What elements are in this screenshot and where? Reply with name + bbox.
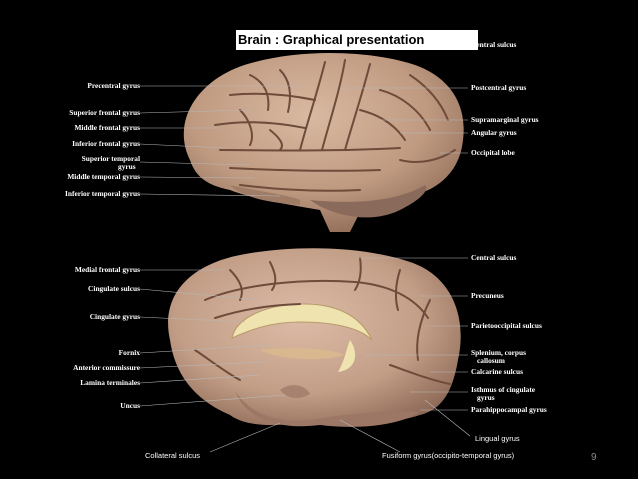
caption-collateral-sulcus: Collateral sulcus — [145, 451, 201, 460]
label-uncus: Uncus — [120, 401, 140, 410]
label-occipital-lobe: Occipital lobe — [471, 148, 515, 157]
label-central-sulcus-lateral: Central sulcus — [471, 40, 517, 49]
label-lamina-terminales: Lamina terminales — [80, 378, 140, 387]
slide-title: Brain : Graphical presentation — [236, 30, 478, 50]
label-cingulate-gyrus: Cingulate gyrus — [89, 312, 140, 321]
label-precuneus: Precuneus — [471, 291, 504, 300]
label-superior-temporal-gyrus-line2: gyrus — [118, 162, 136, 171]
label-precentral-gyrus: Precentral gyrus — [87, 81, 140, 90]
label-superior-temporal: Superior temporal — [81, 154, 140, 163]
label-isthmus-of-cingulate: Isthmus of cingulate — [471, 385, 536, 394]
caption-lingual-gyrus: Lingual gyrus — [475, 434, 520, 443]
medial-brain-view — [168, 248, 461, 427]
label-superior-frontal-gyrus: Superior frontal gyrus — [69, 108, 140, 117]
label-parietooccipital-sulcus: Parietooccipital sulcus — [471, 321, 542, 330]
label-cingulate-sulcus: Cingulate sulcus — [88, 284, 140, 293]
page-number: 9 — [591, 452, 597, 463]
label-supramarginal-gyrus: Supramarginal gyrus — [471, 115, 539, 124]
label-medial-frontal-gyrus: Medial frontal gyrus — [74, 265, 140, 274]
label-splenium-callosum: callosum — [477, 356, 505, 365]
caption-fusiform-gyrus: Fusiform gyrus(occipito-temporal gyrus) — [382, 451, 515, 460]
label-splenium-corpus: Splenium, corpus — [471, 348, 527, 357]
label-anterior-commissure: Anterior commissure — [73, 363, 140, 372]
label-postcentral-gyrus: Postcentral gyrus — [471, 83, 527, 92]
lateral-brain-view — [183, 53, 464, 232]
label-calcarine-sulcus: Calcarine sulcus — [471, 367, 523, 376]
label-fornix: Fornix — [118, 348, 140, 357]
label-parahippocampal-gyrus: Parahippocampal gyrus — [471, 405, 547, 414]
label-isthmus-gyrus: gyrus — [477, 393, 495, 402]
label-inferior-frontal-gyrus: Inferior frontal gyrus — [72, 139, 140, 148]
label-middle-frontal-gyrus: Middle frontal gyrus — [74, 123, 140, 132]
label-inferior-temporal-gyrus: Inferior temporal gyrus — [65, 189, 140, 198]
label-angular-gyrus: Angular gyrus — [471, 128, 517, 137]
label-central-sulcus-medial: Central sulcus — [471, 253, 517, 262]
label-middle-temporal-gyrus: Middle temporal gyrus — [67, 172, 140, 181]
